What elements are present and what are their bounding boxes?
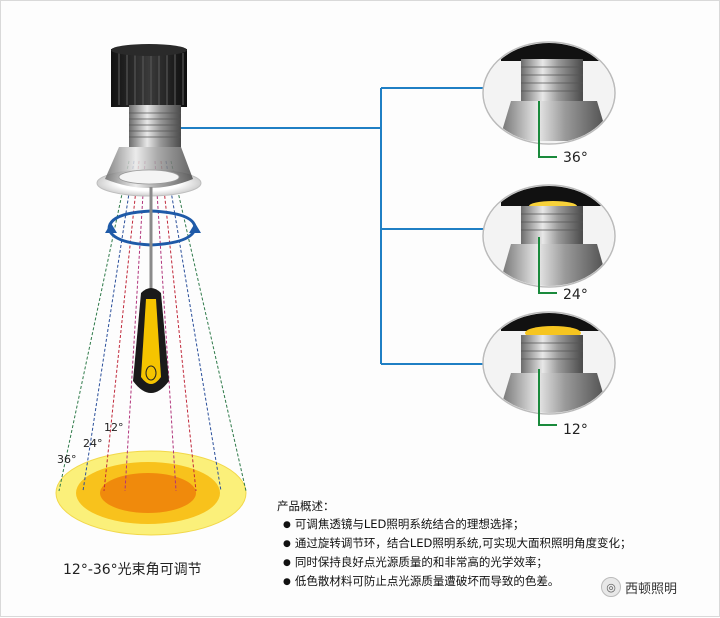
callout-24: 24° [482, 184, 616, 303]
beam-angle-lines [58, 160, 247, 492]
rotation-arrow-icon [105, 209, 201, 247]
description-item: 可调焦透镜与LED照明系统结合的理想选择； [283, 516, 632, 535]
angle-label-24: 24° [83, 437, 103, 450]
angle-label-36: 36° [57, 453, 77, 466]
brand-name: 西顿照明 [625, 581, 678, 597]
description-item: 低色散材料可防止点光源质量遭破坏而导致的色差。 [283, 573, 632, 592]
brand-watermark: ◎ 西顿照明 [601, 577, 677, 597]
description-title: 产品概述： [277, 499, 335, 513]
description-item: 同时保持良好点光源质量的和非常高的光学效率； [283, 554, 632, 573]
callout-36: 36° [482, 41, 616, 166]
beam-angle-caption: 12°-36°光束角可调节 [63, 562, 202, 578]
callout-angle-label: 12° [563, 422, 588, 438]
downlight-fixture [96, 44, 202, 197]
light-spot-rings [55, 450, 247, 536]
wechat-icon: ◎ [601, 577, 621, 597]
product-description: 产品概述： 可调焦透镜与LED照明系统结合的理想选择； 通过旋转调节环，结合LE… [277, 498, 632, 592]
callout-angle-label: 36° [563, 150, 588, 166]
description-list: 可调焦透镜与LED照明系统结合的理想选择； 通过旋转调节环，结合LED照明系统,… [277, 516, 632, 592]
connector-lines [181, 87, 483, 365]
description-item: 通过旋转调节环，结合LED照明系统,可实现大面积照明角度变化； [283, 535, 632, 554]
angle-label-12: 12° [104, 421, 124, 434]
callout-angle-label: 24° [563, 287, 588, 303]
screwdriver-icon [133, 187, 169, 393]
callout-12: 12° [482, 311, 616, 438]
